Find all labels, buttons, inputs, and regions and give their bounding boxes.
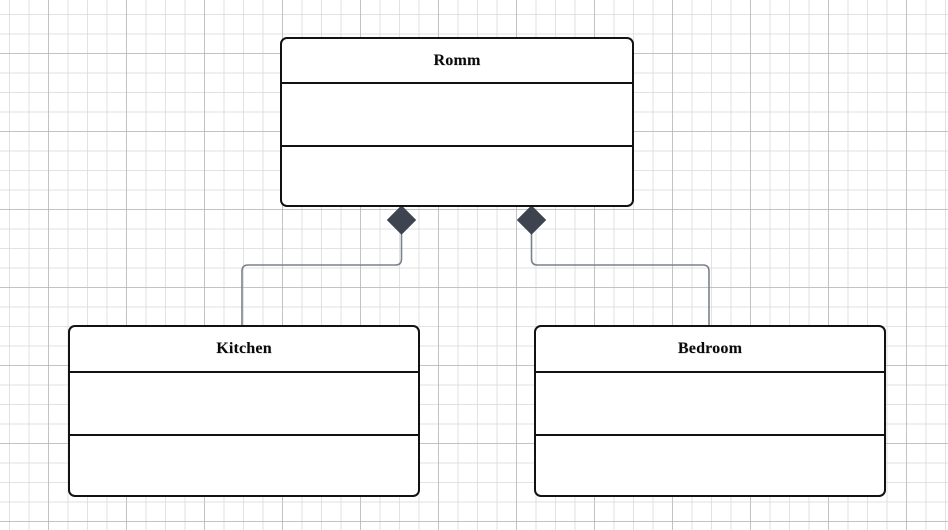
attributes-compartment-romm[interactable]	[282, 84, 632, 147]
uml-class-bedroom[interactable]: Bedroom	[534, 325, 886, 497]
class-name-kitchen: Kitchen	[70, 327, 418, 373]
class-name-bedroom: Bedroom	[536, 327, 884, 373]
operations-compartment-bedroom[interactable]	[536, 436, 884, 495]
operations-compartment-kitchen[interactable]	[70, 436, 418, 495]
attributes-compartment-bedroom[interactable]	[536, 373, 884, 436]
attributes-compartment-kitchen[interactable]	[70, 373, 418, 436]
uml-class-kitchen[interactable]: Kitchen	[68, 325, 420, 497]
composition-diamond-bedroom	[516, 205, 547, 235]
edge-romm-bedroom	[530, 224, 710, 327]
composition-diamond-kitchen	[386, 205, 417, 235]
operations-compartment-romm[interactable]	[282, 147, 632, 205]
class-name-romm: Romm	[282, 39, 632, 84]
uml-class-romm[interactable]: Romm	[280, 37, 634, 207]
edge-romm-kitchen	[241, 224, 403, 327]
